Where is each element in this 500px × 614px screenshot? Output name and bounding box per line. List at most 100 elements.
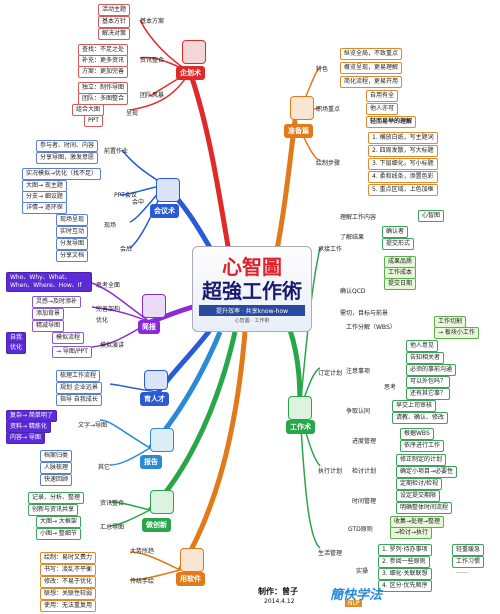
- brief-flow-1: 模拟流程: [52, 332, 85, 344]
- soft-b-1: 书写：凌乱不平衡: [40, 564, 97, 576]
- accept-sub1: 心智图: [418, 210, 445, 222]
- brief-tip-2: 优化: [6, 342, 27, 354]
- draw-label: 绘制步骤: [316, 160, 341, 167]
- topic-prepare: 准备篇: [284, 124, 313, 138]
- topic-work: 工作术: [286, 420, 315, 434]
- branch-prepare: [272, 119, 298, 261]
- report-items-label: 文字→导图: [78, 422, 108, 429]
- feature-3: 简化流程，更易开用: [340, 76, 403, 88]
- brand-sub-badge: NLP: [345, 600, 363, 607]
- exec-prog-1: 根据WBS: [400, 428, 434, 440]
- exec-time-label: 时间管理: [352, 498, 377, 505]
- plan-b-3: 方案：更加完善: [78, 66, 129, 78]
- plan-risk-label: 注意事项: [346, 368, 371, 375]
- brief-flow-label: 模拟演讲: [100, 342, 125, 349]
- exec-check-2: 确定小项目→必要性: [396, 466, 458, 478]
- feature-1: 纵览全局，不致重点: [340, 48, 403, 60]
- report-misc-1: 档案归类: [40, 450, 73, 462]
- innov-a-1: 记录、分析、整理: [28, 492, 85, 504]
- topic-team: 育人才: [140, 392, 169, 406]
- plan-approve-2: 请教、确认、修改: [392, 412, 449, 424]
- paper-pencil-icon: [182, 40, 206, 64]
- life-label: 生活管理: [318, 550, 343, 557]
- plan-a-label: 基本方案: [140, 18, 165, 25]
- soft-b-label: 传统手绘: [130, 578, 155, 585]
- computer-icon: [180, 548, 204, 572]
- life-do-1: 1. 罗列·待办事项: [378, 544, 432, 556]
- branch-innovate: [148, 331, 238, 512]
- plan-label: 订定计划: [318, 370, 343, 377]
- plan-a-2: 基本方针: [98, 16, 131, 28]
- draw-3: 3. 下层细化，写小标题: [368, 158, 438, 170]
- brief-who: Who、Why、What、When、Where、How、If: [6, 272, 92, 292]
- draw-5: 5. 重点区域，上色加框: [368, 184, 438, 196]
- brief-flow-2: → 导图/PPT: [52, 346, 92, 358]
- brief-opt-2: 精减导图: [32, 320, 65, 332]
- meet-pre-1: 参与者、时间、内容: [36, 140, 99, 152]
- draw-2: 2. 四周发散，写大标题: [368, 145, 438, 157]
- plan-think-2: 还有其它事？: [406, 388, 451, 400]
- brief-gen-label: 完善架构: [96, 306, 121, 313]
- people-icon: [144, 370, 168, 390]
- meet-live-label: 现场: [104, 222, 117, 229]
- exec-prog-label: 进度管理: [352, 438, 377, 445]
- presenter-icon: [142, 294, 166, 318]
- plan-risk-2: 告知相关者: [406, 352, 445, 364]
- accept-4: 需切，目标与前景: [340, 310, 389, 317]
- credit-label: 制作：曾子: [258, 587, 298, 596]
- accept-label: 承接工作: [318, 246, 343, 253]
- team-3: 指导 自我成长: [56, 394, 102, 406]
- life-do-sub-3: ……: [456, 568, 468, 575]
- accept-2: 了解结果: [340, 234, 365, 241]
- plan-risk-3: 必须的事前沟通: [406, 364, 457, 376]
- soft-a-1: 绘制：易时又费力: [40, 552, 97, 564]
- key-label: 职场重点: [316, 106, 341, 113]
- team-1: 梳理工作流程: [56, 370, 101, 382]
- plan-approve-1: 早交上司审核: [392, 400, 437, 412]
- life-do-sub-2: 工作习惯: [452, 556, 485, 568]
- exec-prog-2: 依序进行工作: [400, 440, 445, 452]
- key-1: 自用有全: [366, 90, 399, 102]
- plan-wbs: 工作分解（WBS）: [346, 324, 396, 331]
- plan-think-1: 可以外包吗？: [406, 376, 451, 388]
- soft-b-2: 修改：不易于优化: [40, 576, 97, 588]
- innov-b-label: 汇总导图: [100, 524, 125, 531]
- topic-meeting: 会议术: [150, 204, 179, 218]
- brief-opt-label: 优化: [96, 317, 109, 324]
- life-do-4: 4. 区分·优先顺序: [378, 580, 432, 592]
- plan-risk-1: 他人意见: [406, 340, 439, 352]
- plan-think-label: 思考: [384, 384, 397, 391]
- plan-c-label: 团队风暴: [140, 92, 165, 99]
- life-gtd-2: →检讨→执行: [390, 527, 433, 539]
- accept-sub3-3: 提交日期: [384, 278, 417, 290]
- branch-enterprise: [187, 71, 233, 259]
- plan-approve-label: 争取认同: [346, 408, 371, 415]
- accept-1: 理解工作内容: [340, 214, 377, 221]
- meet-ppt-4: 详情→ 逐环探: [22, 202, 67, 214]
- meet-live-2: 实时互动: [56, 226, 89, 238]
- plan-b-label: 资讯整合: [140, 57, 165, 64]
- accept-3: 确认QCD: [340, 288, 366, 295]
- meet-pre-label: 前置作业: [104, 148, 129, 155]
- center-small-text: 心智圖 · 工作術: [234, 318, 270, 324]
- topic-innovate: 做创新: [142, 518, 171, 532]
- draw-1: 1. 横放白纸，写主题词: [368, 132, 438, 144]
- team-2: 规划 企业远景: [56, 382, 102, 394]
- topic-software: 用软件: [176, 572, 205, 586]
- topic-report: 报告: [140, 455, 162, 469]
- feature-2: 概览呈现，更易理解: [340, 62, 403, 74]
- key-2: 他人亦可: [366, 103, 399, 115]
- innov-b-2: 小图→ 整细节: [36, 528, 81, 540]
- meet-mid-label: 会中: [132, 199, 145, 206]
- brief-who-label: 思考全面: [96, 282, 121, 289]
- exec-check-1: 修正制定的计划: [396, 454, 447, 466]
- report-3: 内容→ 导图: [6, 432, 45, 444]
- life-do-sub-1: 轻重缓急: [452, 544, 485, 556]
- meet-after-1: 分发导图: [56, 238, 89, 250]
- life-gtd-label: GTD原则: [348, 526, 373, 533]
- key-3: 轻而易举的理解: [366, 116, 417, 128]
- innov-b-1: 大图→ 大框架: [36, 516, 81, 528]
- center-title-line1: 心智圖: [222, 255, 282, 279]
- exec-check-label: 检讨计划: [352, 468, 377, 475]
- feature-label: 特色: [316, 66, 329, 73]
